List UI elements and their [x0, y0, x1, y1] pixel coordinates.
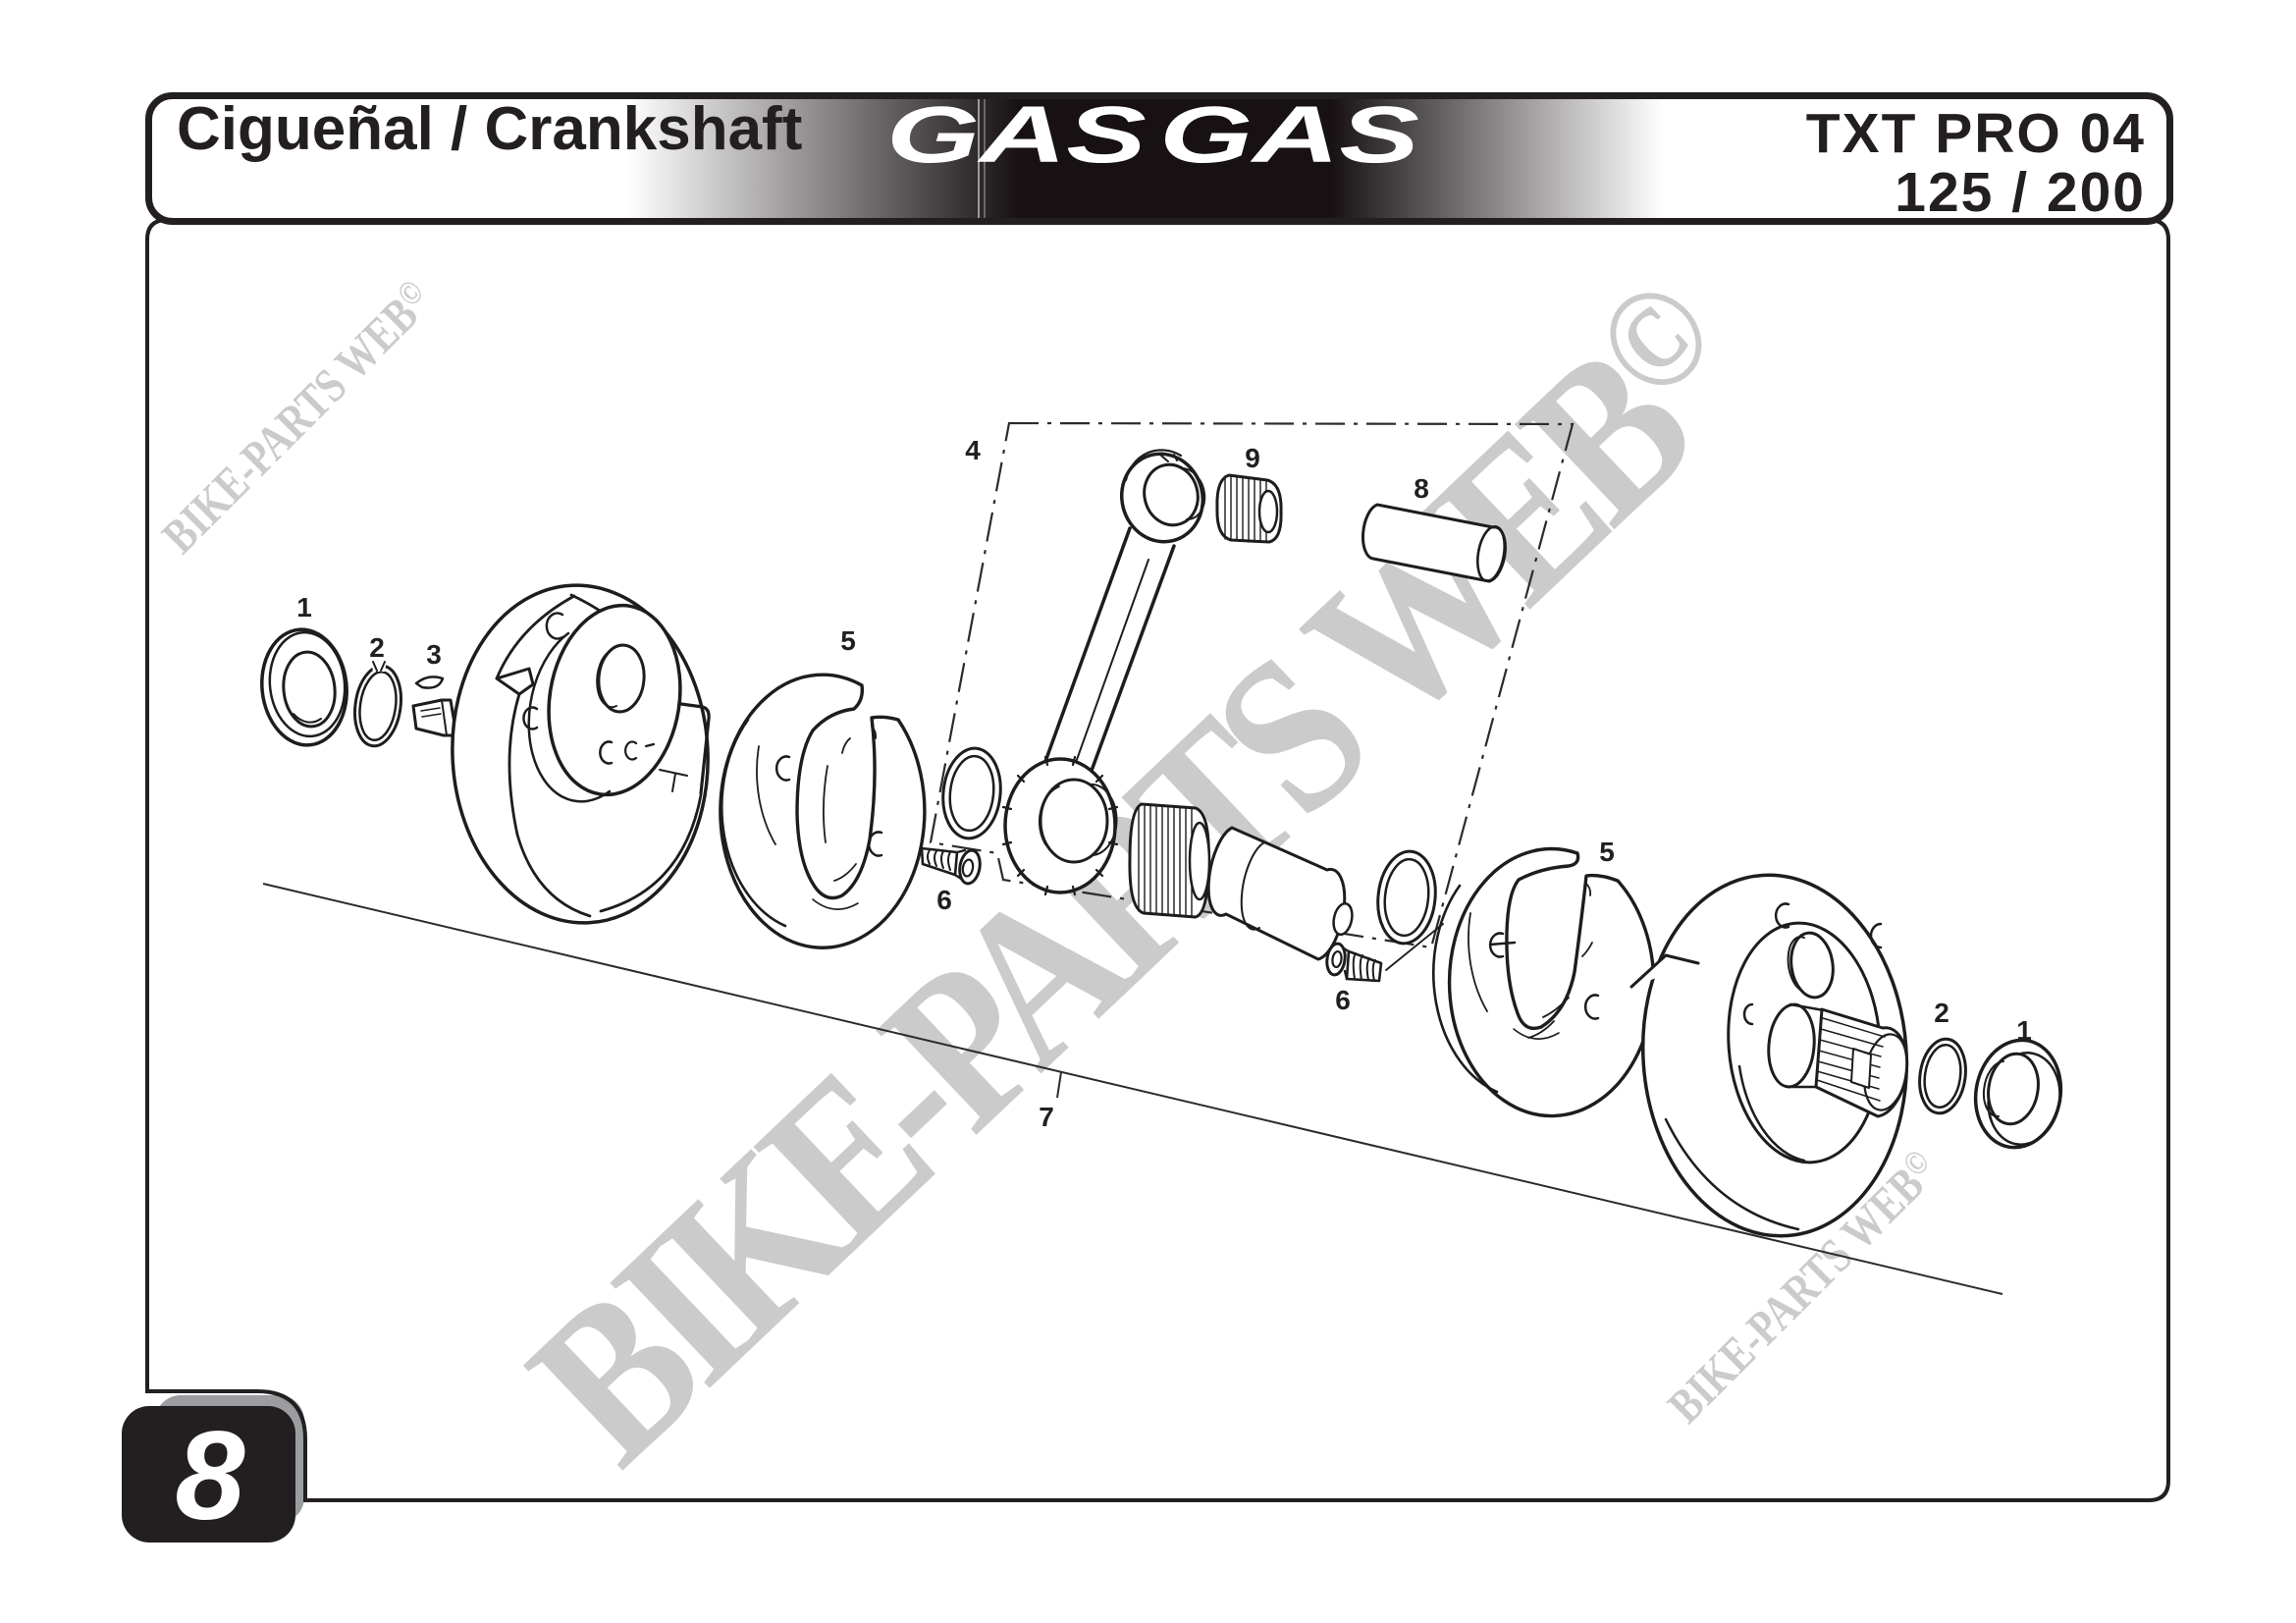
svg-text:Cigueñal / Crankshaft: Cigueñal / Crankshaft	[177, 95, 802, 163]
svg-text:2: 2	[369, 632, 385, 663]
svg-text:9: 9	[1245, 443, 1260, 473]
svg-text:7: 7	[1039, 1102, 1054, 1132]
svg-text:8: 8	[175, 1406, 244, 1546]
svg-text:BIKE-PARTS WEB©: BIKE-PARTS WEB©	[151, 272, 442, 563]
svg-text:2: 2	[1934, 998, 1949, 1028]
svg-text:TXT PRO 04: TXT PRO 04	[1806, 102, 2146, 165]
svg-text:6: 6	[1335, 985, 1351, 1015]
svg-text:6: 6	[936, 885, 952, 915]
svg-text:5: 5	[840, 625, 856, 656]
svg-text:8: 8	[1414, 473, 1429, 504]
svg-text:1: 1	[296, 592, 312, 622]
svg-text:125 / 200: 125 / 200	[1895, 161, 2146, 224]
svg-text:3: 3	[426, 639, 442, 670]
svg-text:1: 1	[2016, 1015, 2032, 1046]
svg-text:4: 4	[965, 435, 981, 465]
svg-text:5: 5	[1599, 837, 1615, 867]
